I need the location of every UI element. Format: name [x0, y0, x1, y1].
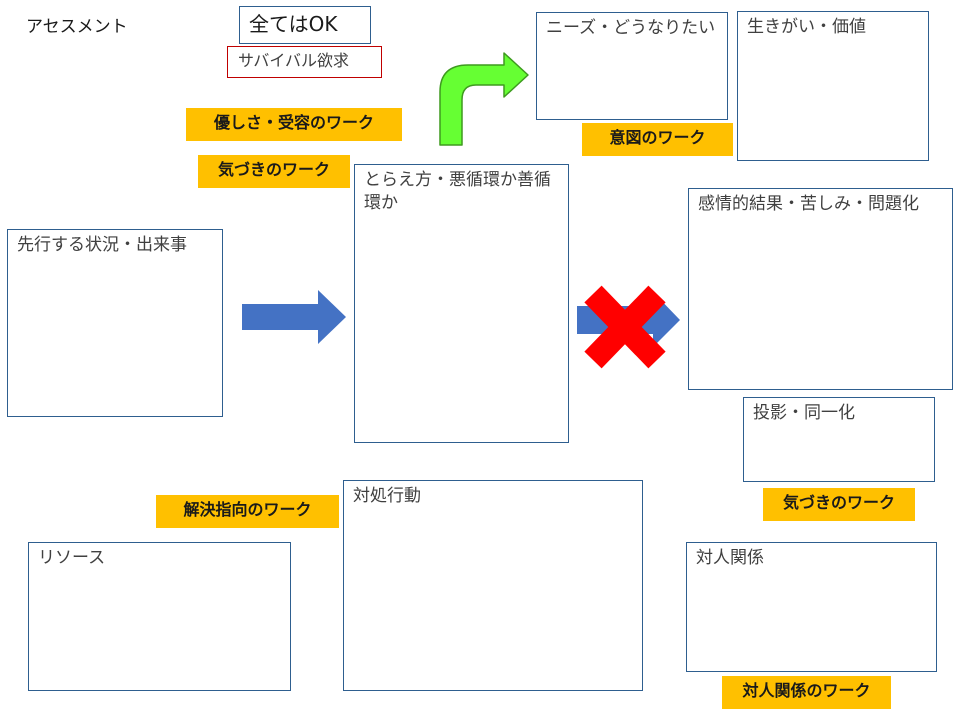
resources-box: リソース: [28, 542, 291, 691]
red-cross-icon: [584, 285, 666, 369]
purpose-label: 生きがい・価値: [747, 17, 866, 37]
purpose-box: 生きがい・価値: [737, 11, 929, 161]
relations-box: 対人関係: [686, 542, 937, 672]
resources-label: リソース: [38, 548, 106, 568]
coping-label: 対処行動: [353, 486, 421, 506]
situation-box: 先行する状況・出来事: [7, 229, 223, 417]
needs-label: ニーズ・どうなりたい: [546, 18, 716, 38]
all-ok-label: 全てはOK: [249, 12, 338, 36]
perception-label: とらえ方・悪循環か善循環か: [364, 170, 551, 213]
projection-box: 投影・同一化: [743, 397, 935, 482]
emotion-box: 感情的結果・苦しみ・問題化: [688, 188, 953, 390]
awareness-work-tag-1: 気づきのワーク: [198, 155, 350, 188]
survival-box: サバイバル欲求: [227, 46, 382, 78]
intention-work-label: 意図のワーク: [609, 128, 706, 147]
green-bent-arrow-icon: [439, 52, 529, 146]
survival-label: サバイバル欲求: [238, 51, 350, 70]
kindness-work-tag: 優しさ・受容のワーク: [186, 108, 402, 141]
situation-label: 先行する状況・出来事: [17, 235, 187, 255]
all-ok-box: 全てはOK: [239, 6, 371, 44]
awareness-work-label-2: 気づきのワーク: [782, 493, 895, 512]
solution-work-label: 解決指向のワーク: [183, 500, 312, 519]
awareness-work-tag-2: 気づきのワーク: [763, 488, 915, 521]
relations-work-label: 対人関係のワーク: [742, 681, 871, 700]
projection-label: 投影・同一化: [753, 403, 855, 423]
emotion-label: 感情的結果・苦しみ・問題化: [698, 194, 919, 214]
needs-box: ニーズ・どうなりたい: [536, 12, 728, 120]
coping-box: 対処行動: [343, 480, 643, 691]
kindness-work-label: 優しさ・受容のワーク: [213, 113, 374, 132]
blue-right-arrow-icon: [242, 290, 346, 344]
solution-work-tag: 解決指向のワーク: [156, 495, 339, 528]
relations-work-tag: 対人関係のワーク: [722, 676, 891, 709]
relations-label: 対人関係: [696, 548, 764, 568]
awareness-work-label-1: 気づきのワーク: [217, 160, 330, 179]
perception-box: とらえ方・悪循環か善循環か: [354, 164, 569, 443]
page-title: アセスメント: [26, 17, 128, 37]
intention-work-tag: 意図のワーク: [582, 123, 733, 156]
